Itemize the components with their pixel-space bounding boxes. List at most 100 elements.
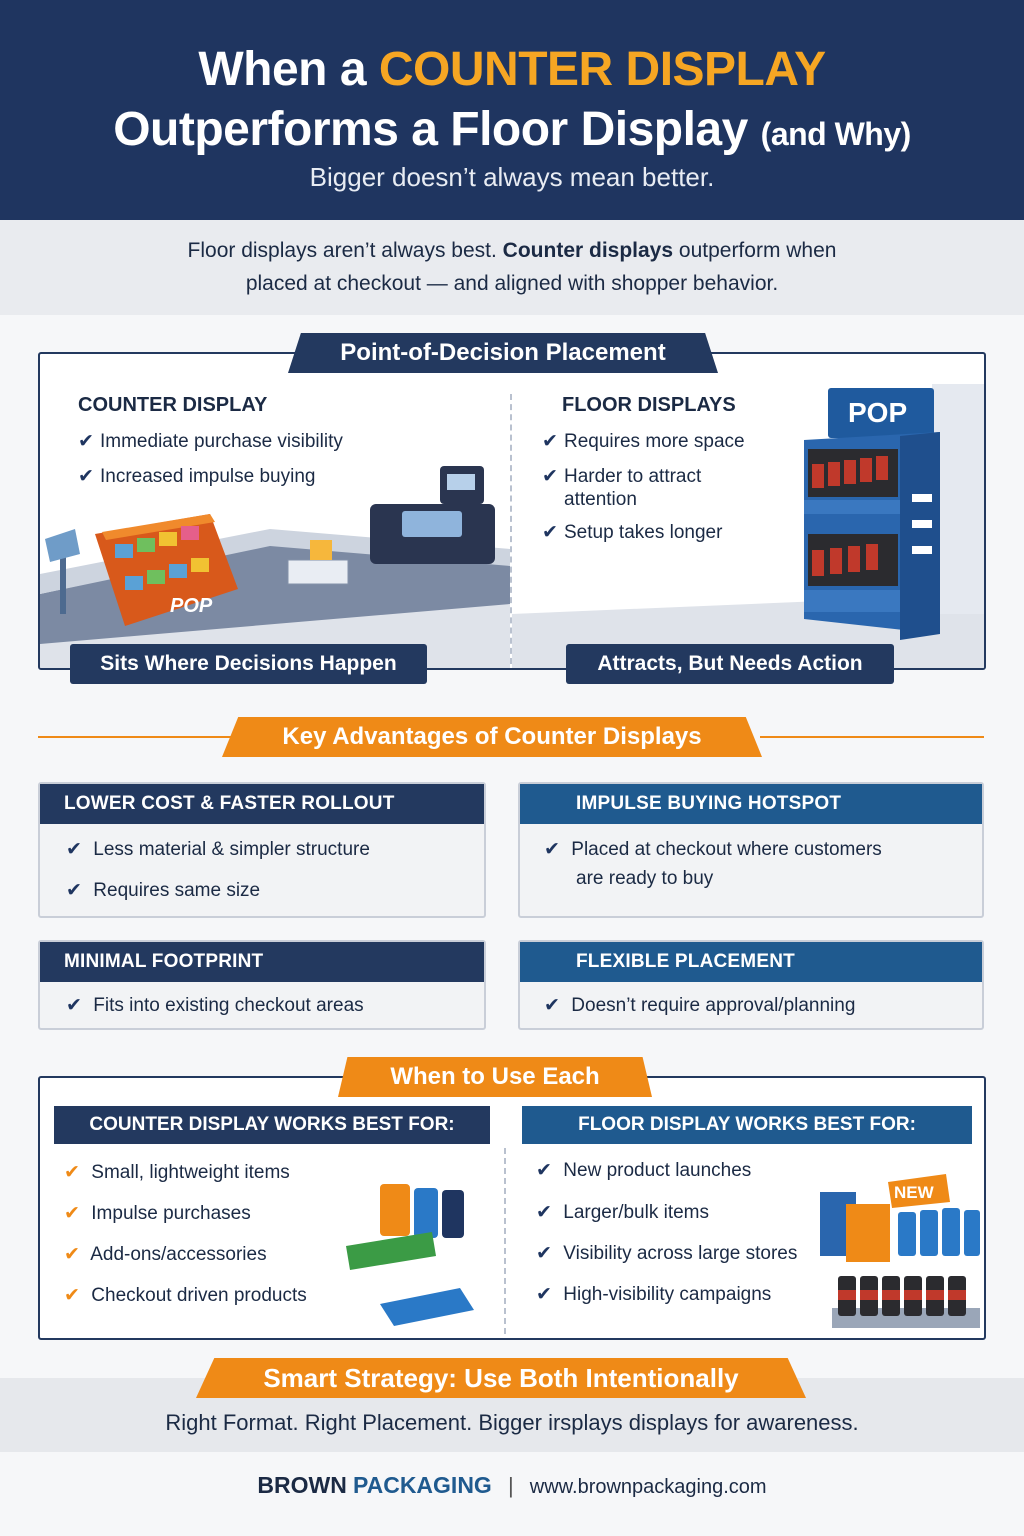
advantage-item-cont: are ready to buy — [576, 867, 713, 890]
floor-drawback-item: ✔ Harder to attract — [542, 465, 701, 488]
title-accent: COUNTER DISPLAY — [378, 43, 826, 96]
advantage-card-head: IMPULSE BUYING HOTSPOT — [520, 784, 982, 824]
checkmark-icon: ✔ — [66, 995, 82, 1016]
floor-drawback-text: Requires more space — [564, 431, 745, 452]
floor-drawback-item-cont: attention — [564, 488, 637, 511]
advantage-card-head: MINIMAL FOOTPRINT — [40, 942, 484, 982]
page-subtitle: Bigger doesn’t always mean better. — [309, 162, 715, 192]
intro-bold: Counter displays — [502, 239, 674, 262]
when-to-use-panel: COUNTER DISPLAY WORKS BEST FOR: FLOOR DI… — [38, 1076, 986, 1340]
counter-best-for-heading: COUNTER DISPLAY WORKS BEST FOR: — [54, 1106, 490, 1144]
checkmark-icon: ✔ — [536, 1284, 552, 1305]
brand-name-part1: BROWN — [257, 1472, 347, 1498]
counter-display-heading: COUNTER DISPLAY — [78, 394, 268, 416]
strategy-title: Smart Strategy: Use Both Intentionally — [196, 1358, 806, 1398]
column-divider — [510, 394, 512, 664]
checkmark-icon: ✔ — [78, 431, 94, 452]
floor-drawback-item: ✔ Requires more space — [542, 430, 745, 453]
floor-drawback-text: attention — [564, 489, 637, 510]
advantage-item-text: Placed at checkout where customers — [571, 839, 882, 860]
floor-pop-label: POP — [848, 397, 907, 428]
advantage-item-text: are ready to buy — [576, 868, 714, 889]
counter-use-text: Impulse purchases — [91, 1203, 251, 1224]
strategy-text: Right Format. Right Placement. Bigger ir… — [165, 1410, 859, 1435]
counter-use-item: ✔ Add-ons/accessories — [64, 1243, 267, 1266]
advantages-rule-right — [760, 736, 984, 738]
checkmark-icon: ✔ — [64, 1244, 80, 1265]
checkmark-icon: ✔ — [64, 1162, 80, 1183]
intro-part1: Floor displays aren’t always best. — [187, 239, 497, 262]
counter-pop-label: POP — [170, 595, 213, 617]
checkmark-icon: ✔ — [66, 880, 82, 901]
checkmark-icon: ✔ — [66, 839, 82, 860]
new-badge: NEW — [894, 1183, 935, 1202]
website-link[interactable]: www.brownpackaging.com — [529, 1476, 767, 1498]
floor-drawback-item: ✔ Setup takes longer — [542, 521, 722, 544]
header-banner: When a COUNTER DISPLAY Outperforms a Flo… — [0, 0, 1024, 220]
counter-benefit-item: ✔ Immediate purchase visibility — [78, 430, 343, 453]
floor-use-text: New product launches — [563, 1160, 752, 1181]
advantage-item: ✔ Less material & simpler structure — [66, 838, 370, 861]
placement-section-title: Point-of-Decision Placement — [288, 333, 718, 373]
small-products-illustration — [346, 1184, 474, 1326]
checkmark-icon: ✔ — [542, 522, 558, 543]
counter-benefit-text: Immediate purchase visibility — [100, 431, 343, 452]
intro-line2: placed at checkout — and aligned with sh… — [245, 272, 779, 295]
counter-tag: Sits Where Decisions Happen — [70, 644, 427, 684]
placement-panel: POP POP COUNTER DISPLAY ✔ Immediate purch… — [38, 352, 986, 670]
title-line2-text: Outperforms a Floor Display — [113, 103, 748, 156]
advantage-item: ✔ Doesn’t require approval/planning — [544, 994, 855, 1017]
counter-use-text: Add-ons/accessories — [90, 1244, 267, 1265]
checkmark-icon: ✔ — [536, 1160, 552, 1181]
advantage-card-head: LOWER COST & FASTER ROLLOUT — [40, 784, 484, 824]
advantage-card-cost: LOWER COST & FASTER ROLLOUT ✔ Less mater… — [38, 782, 486, 918]
advantage-item-text: Doesn’t require approval/planning — [571, 995, 856, 1016]
advantage-card-impulse: IMPULSE BUYING HOTSPOT ✔ Placed at check… — [518, 782, 984, 918]
advantages-rule-left — [38, 736, 238, 738]
floor-use-text: Larger/bulk items — [563, 1202, 710, 1223]
floor-drawback-text: Harder to attract — [564, 466, 702, 487]
brand-name-part2: PACKAGING — [352, 1472, 492, 1498]
floor-use-item: ✔ High-visibility campaigns — [536, 1283, 771, 1306]
checkmark-icon: ✔ — [536, 1202, 552, 1223]
advantage-card-footprint: MINIMAL FOOTPRINT ✔ Fits into existing c… — [38, 940, 486, 1030]
floor-best-for-heading: FLOOR DISPLAY WORKS BEST FOR: — [522, 1106, 972, 1144]
advantage-item-text: Requires same size — [93, 880, 261, 901]
counter-benefit-item: ✔ Increased impulse buying — [78, 465, 315, 488]
counter-use-item: ✔ Checkout driven products — [64, 1284, 307, 1307]
page-title-line2: Outperforms a Floor Display (and Why) — [0, 102, 1024, 162]
advantage-card-head: FLEXIBLE PLACEMENT — [520, 942, 982, 982]
checkmark-icon: ✔ — [544, 839, 560, 860]
floor-tag: Attracts, But Needs Action — [566, 644, 894, 684]
checkmark-icon: ✔ — [78, 466, 94, 487]
advantage-item: ✔ Requires same size — [66, 879, 260, 902]
counter-use-item: ✔ Impulse purchases — [64, 1202, 251, 1225]
counter-use-text: Small, lightweight items — [91, 1162, 290, 1183]
advantage-item-text: Less material & simpler structure — [93, 839, 370, 860]
when-section-title: When to Use Each — [338, 1057, 652, 1097]
counter-use-text: Checkout driven products — [91, 1285, 307, 1306]
floor-displays-heading: FLOOR DISPLAYS — [562, 394, 736, 416]
checkmark-icon: ✔ — [544, 995, 560, 1016]
column-divider — [504, 1148, 506, 1334]
title-suffix: (and Why) — [760, 116, 912, 152]
checkmark-icon: ✔ — [536, 1243, 552, 1264]
intro-part2: outperform when — [678, 239, 837, 262]
advantage-item: ✔ Placed at checkout where customers — [544, 838, 882, 861]
checkmark-icon: ✔ — [542, 466, 558, 487]
floor-use-item: ✔ Visibility across large stores — [536, 1242, 797, 1265]
floor-use-item: ✔ New product launches — [536, 1159, 751, 1182]
checkmark-icon: ✔ — [64, 1285, 80, 1306]
advantages-section-title: Key Advantages of Counter Displays — [222, 717, 762, 757]
checkmark-icon: ✔ — [542, 431, 558, 452]
counter-benefit-text: Increased impulse buying — [100, 466, 316, 487]
floor-use-text: High-visibility campaigns — [563, 1284, 772, 1305]
advantage-item: ✔ Fits into existing checkout areas — [66, 994, 364, 1017]
page-title-line1: When a COUNTER DISPLAY — [0, 42, 1024, 98]
footer: BROWN PACKAGING | www.brownpackaging.com — [0, 1472, 1024, 1499]
bulk-products-illustration: NEW — [820, 1174, 980, 1328]
floor-use-text: Visibility across large stores — [563, 1243, 798, 1264]
title-prefix: When a — [198, 43, 367, 96]
footer-separator: | — [507, 1473, 514, 1498]
floor-drawback-text: Setup takes longer — [564, 522, 723, 543]
